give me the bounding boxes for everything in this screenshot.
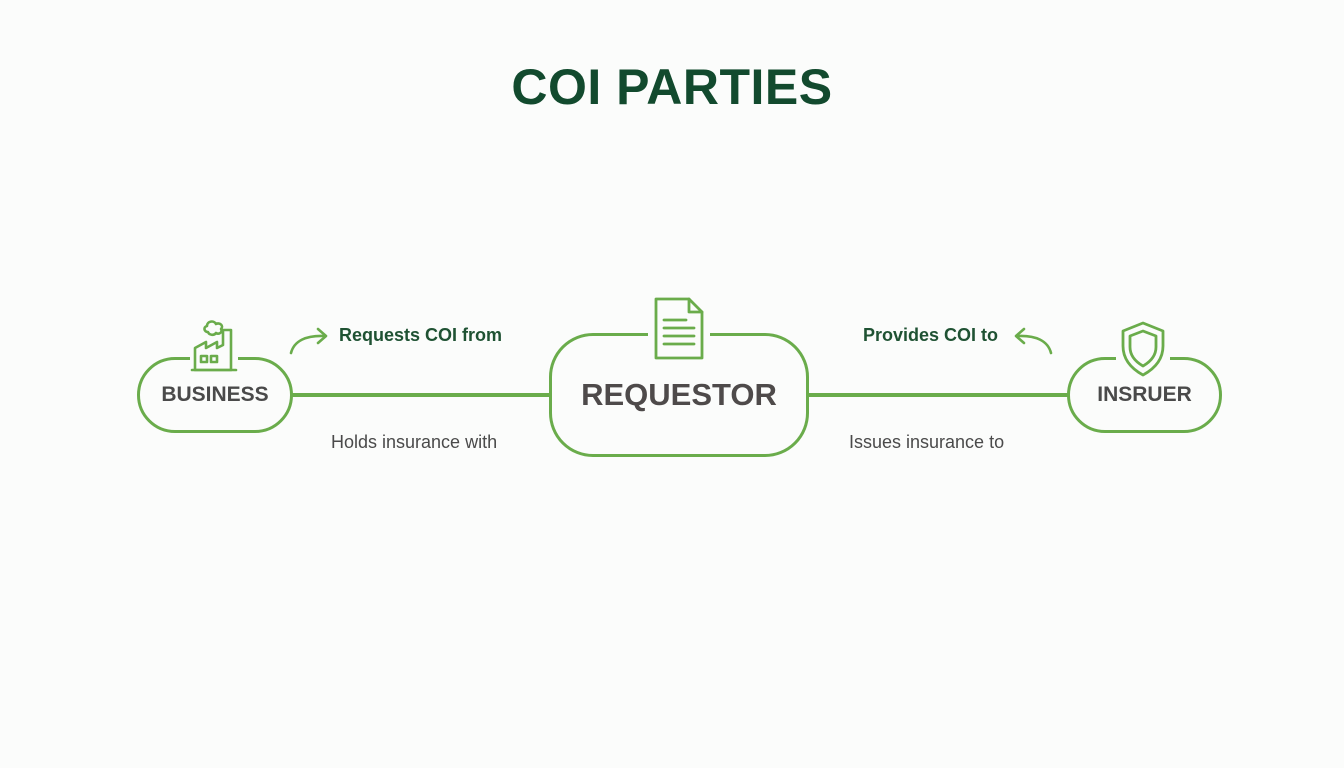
document-icon <box>648 296 710 362</box>
relation-label-provides: Provides COI to <box>863 325 999 345</box>
relation-label-requests: Requests COI from <box>339 325 503 345</box>
node-requestor-label: REQUESTOR <box>581 377 777 412</box>
connector-requestor-insurer <box>806 393 1070 397</box>
connector-business-requestor <box>290 393 552 397</box>
node-insurer-label: INSRUER <box>1097 383 1192 406</box>
node-business-label: BUSINESS <box>161 383 269 406</box>
diagram-title: COI PARTIES <box>511 59 833 115</box>
curved-arrow-right-icon <box>286 324 332 358</box>
shield-icon <box>1116 320 1170 378</box>
curved-arrow-left-icon <box>1010 324 1056 358</box>
node-requestor: REQUESTOR <box>549 333 809 457</box>
factory-icon <box>190 318 238 372</box>
relation-label-holds: Holds insurance with <box>331 432 498 452</box>
relation-label-issues: Issues insurance to <box>849 432 1005 452</box>
